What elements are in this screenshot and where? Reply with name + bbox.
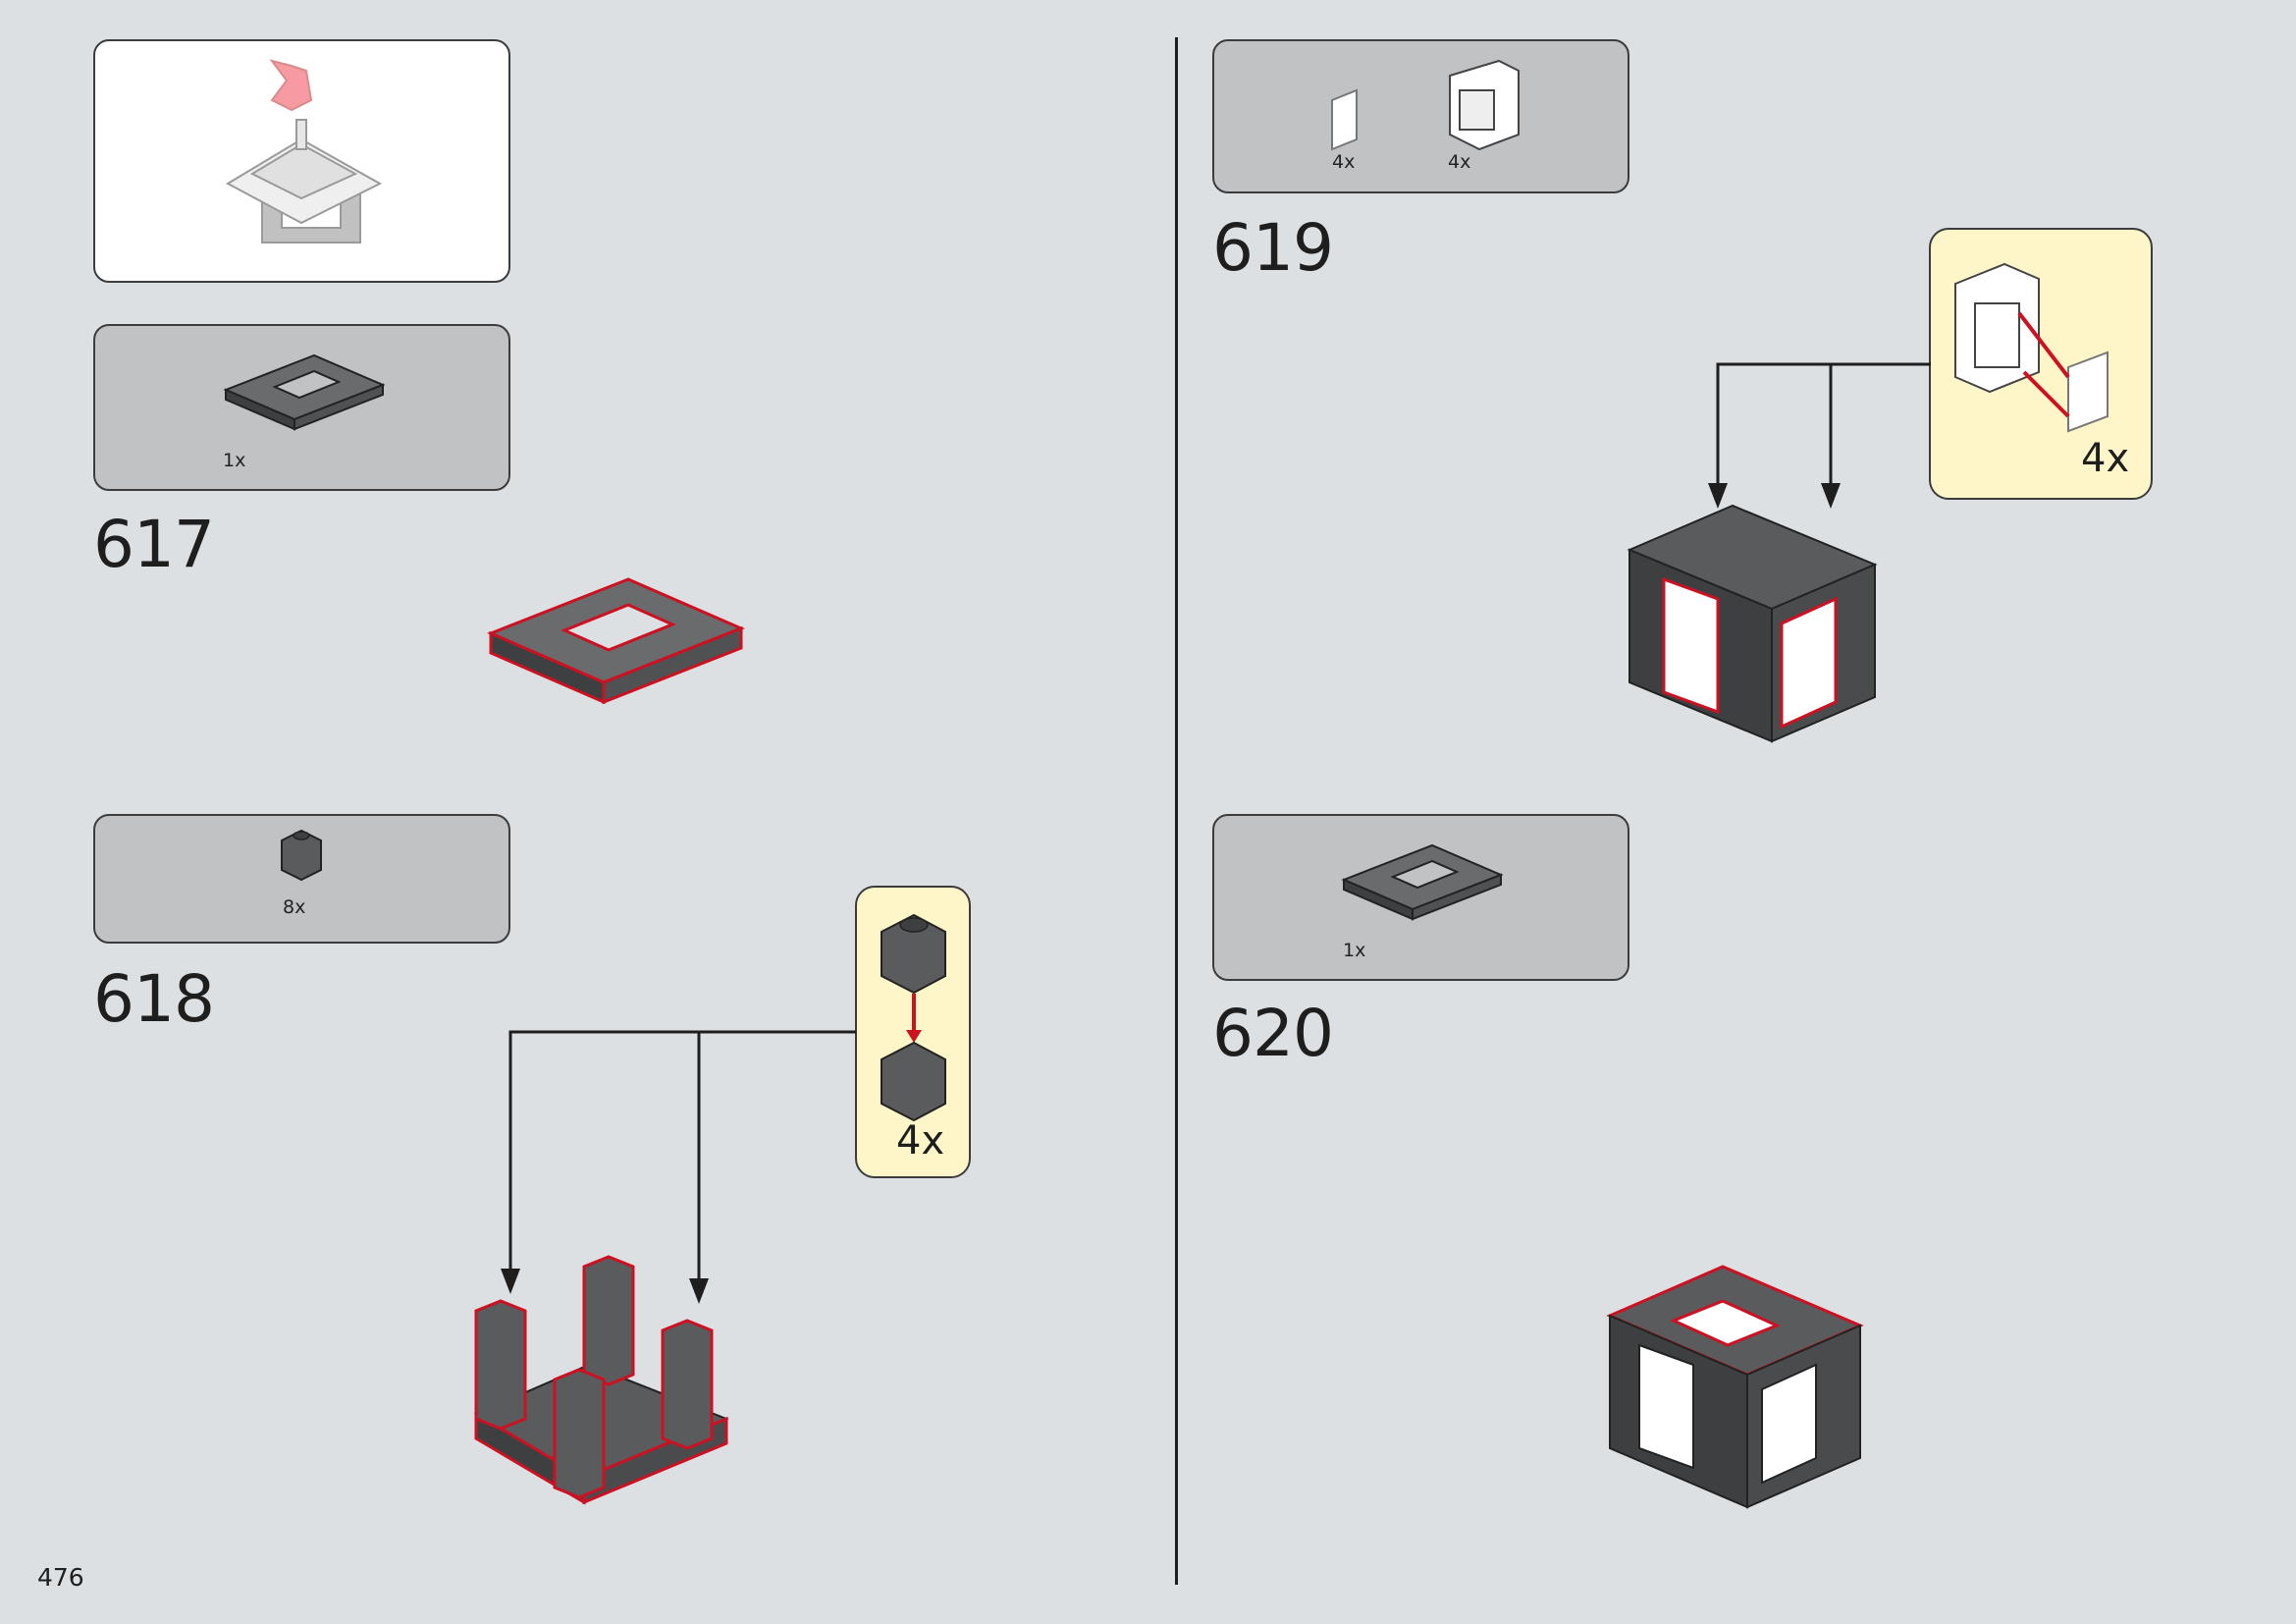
page-divider [1175, 37, 1178, 1585]
callout-qty: 4x [896, 1118, 945, 1164]
step-618-parts-box: 8x [93, 814, 510, 944]
step-number: 620 [1212, 996, 1334, 1071]
plate-4x4-with-hole-icon [1341, 843, 1504, 921]
step-number: 618 [93, 961, 215, 1037]
part-qty: 1x [1343, 940, 1366, 961]
step-number: 619 [1212, 210, 1334, 286]
callout-qty: 4x [2081, 436, 2130, 481]
page-number: 476 [37, 1563, 84, 1592]
part-qty: 8x [283, 896, 306, 918]
step-620-assembly [1606, 1265, 1864, 1509]
step-number: 617 [93, 507, 215, 582]
brick-stack-icon [881, 913, 946, 1122]
step-618-arrows [501, 1030, 856, 1304]
step-617-assembly [487, 577, 745, 705]
step-618-assembly [473, 1255, 729, 1505]
step-619-parts-box: 4x 4x [1212, 39, 1629, 193]
step-619-assembly [1627, 504, 1878, 743]
window-assembly-icon [1954, 262, 2109, 433]
preview-box [93, 39, 510, 283]
part-qty: 4x [1332, 151, 1356, 173]
step-619-arrows [1708, 362, 1931, 509]
step-620-parts-box: 1x [1212, 814, 1629, 981]
step-618-callout: 4x [855, 886, 971, 1178]
part-qty: 1x [223, 450, 246, 471]
brick-1x1-icon [281, 829, 322, 882]
plate-4x4-with-hole-icon [223, 353, 386, 431]
step-619-callout: 4x [1929, 228, 2153, 500]
preview-model-icon [225, 59, 383, 244]
part-qty: 4x [1448, 151, 1471, 173]
step-617-parts-box: 1x [93, 324, 510, 491]
window-parts-icon [1331, 59, 1520, 151]
